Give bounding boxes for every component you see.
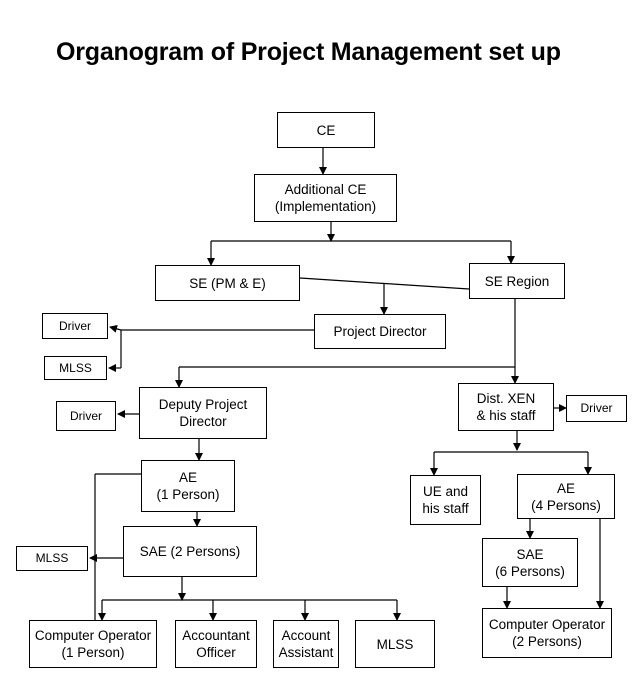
ce-box: CE [277, 112, 375, 148]
dist-xen-box: Dist. XEN & his staff [458, 383, 554, 431]
sae-left-label: SAE (2 Persons) [139, 544, 241, 559]
se-region-label: SE Region [484, 273, 550, 289]
ae-left-box: AE (1 Person) [141, 460, 235, 512]
ae-right-box: AE (4 Persons) [517, 474, 615, 519]
se-pm-label: SE (PM & E) [189, 275, 266, 291]
mlss-bottom-box: MLSS [355, 620, 435, 668]
accountant-officer-box: Accountant Officer [175, 620, 257, 668]
additional-ce-label: Additional CE (Implementation) [274, 182, 377, 214]
driver-dpd-label: Driver [70, 408, 102, 423]
ue-staff-label: UE and his staff [422, 484, 469, 516]
se-pm-box: SE (PM & E) [155, 265, 300, 301]
sae-right-box: SAE (6 Persons) [482, 538, 578, 587]
se-region-box: SE Region [469, 263, 565, 299]
account-assistant-box: Account Assistant [273, 620, 339, 668]
dist-xen-label: Dist. XEN & his staff [476, 391, 536, 423]
driver-dpd-box: Driver [56, 401, 116, 431]
computer-operator-right-box: Computer Operator (2 Persons) [482, 608, 612, 658]
mlss-bottom-label: MLSS [376, 636, 414, 652]
ae-left-label: AE (1 Person) [156, 470, 220, 502]
ce-label: CE [316, 122, 336, 138]
mlss-pd-box: MLSS [44, 356, 107, 380]
computer-operator-right-label: Computer Operator (2 Persons) [488, 617, 606, 649]
sae-left-box: SAE (2 Persons) [123, 526, 257, 577]
additional-ce-box: Additional CE (Implementation) [254, 174, 397, 222]
project-director-box: Project Director [314, 314, 446, 349]
deputy-pd-label: Deputy Project Director [158, 397, 248, 429]
mlss-sae-label: MLSS [35, 551, 69, 565]
ue-staff-box: UE and his staff [410, 475, 481, 525]
accountant-officer-label: Accountant Officer [182, 628, 250, 660]
driver-xen-label: Driver [580, 401, 613, 415]
computer-operator-left-box: Computer Operator (1 Person) [29, 620, 157, 668]
account-assistant-label: Account Assistant [278, 628, 334, 660]
project-director-label: Project Director [333, 324, 427, 339]
deputy-pd-box: Deputy Project Director [139, 387, 267, 439]
computer-operator-left-label: Computer Operator (1 Person) [34, 628, 152, 660]
driver-xen-box: Driver [566, 395, 627, 422]
driver-pd-label: Driver [59, 318, 91, 333]
driver-pd-box: Driver [42, 313, 108, 339]
sae-right-label: SAE (6 Persons) [495, 546, 565, 579]
ae-right-label: AE (4 Persons) [531, 480, 601, 513]
diagram-title: Organogram of Project Management set up [56, 38, 561, 66]
mlss-pd-label: MLSS [59, 360, 92, 375]
mlss-sae-box: MLSS [16, 546, 88, 571]
